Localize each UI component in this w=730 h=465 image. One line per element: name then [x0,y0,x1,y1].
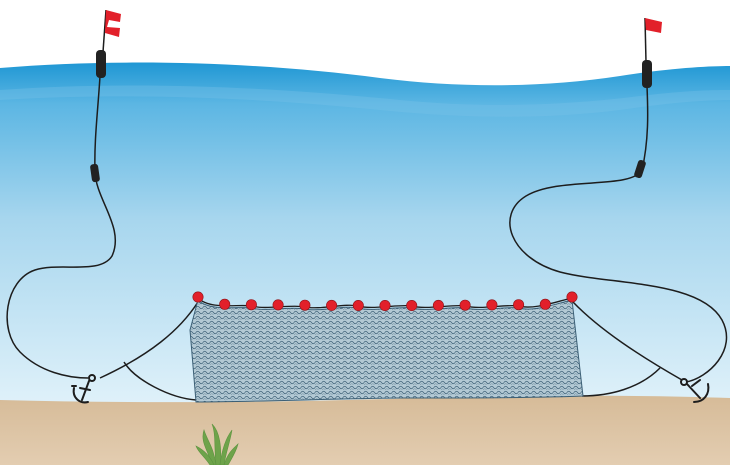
flag-right [645,18,662,33]
float-7 [352,299,364,311]
net-anchor-line-right [581,367,661,397]
net-anchor-line-left [123,361,197,401]
buoy-right [642,60,652,88]
float-13 [513,299,525,311]
buoy-line-left [6,75,117,379]
surface-marker-left [90,9,121,183]
float-6 [326,299,338,311]
float-3 [245,299,257,311]
surface-marker-right [634,17,662,179]
floats [192,291,578,311]
flag-left [105,10,121,37]
seabed [0,395,730,465]
buoy-left [96,50,106,78]
ground-line-left [99,301,199,379]
buoy-weight-left [90,163,100,183]
float-15 [566,291,578,303]
ground-line-right [572,301,683,381]
anchor-right [680,378,710,403]
float-1 [192,291,204,303]
seaweed [195,423,239,465]
float-14 [539,298,551,310]
float-4 [272,299,284,311]
float-8 [379,299,391,311]
float-9 [406,299,418,311]
float-11 [459,299,471,311]
float-12 [486,299,498,311]
water-surface-highlight [0,85,730,117]
buoy-weight-right [634,159,646,179]
net-panel [189,299,584,403]
float-5 [299,299,311,311]
float-2 [219,298,231,310]
anchor-left [71,374,96,404]
float-10 [432,299,444,311]
